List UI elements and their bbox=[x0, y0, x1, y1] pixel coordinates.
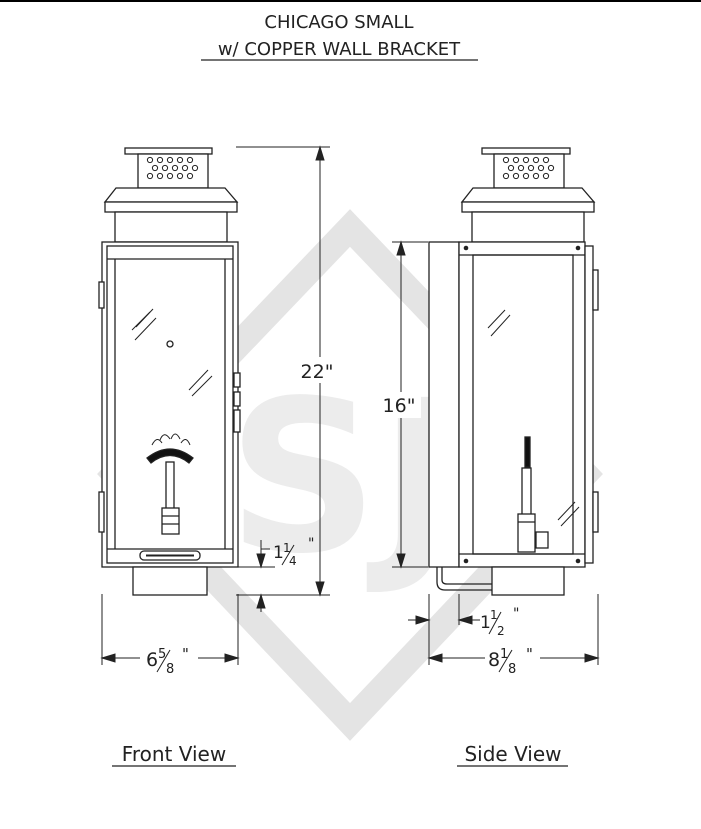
side-gas-pipe bbox=[521, 467, 532, 517]
front-hood-band bbox=[104, 201, 238, 213]
front-chimney-cap bbox=[124, 147, 213, 155]
side-collar bbox=[471, 211, 585, 243]
side-view-dimensions bbox=[381, 240, 600, 665]
side-hinge-bottom bbox=[592, 491, 599, 533]
front-vent-holes bbox=[146, 156, 199, 180]
front-flames bbox=[151, 433, 191, 446]
svg-text:1: 1 bbox=[283, 541, 291, 555]
side-hood-band bbox=[461, 201, 595, 213]
side-valve-body bbox=[517, 513, 536, 553]
side-valve-knob bbox=[535, 531, 549, 549]
side-chimney-cap bbox=[481, 147, 571, 155]
front-base bbox=[132, 566, 208, 596]
front-latch-1 bbox=[233, 372, 241, 388]
front-view-dimensions bbox=[100, 145, 340, 665]
front-latch-2 bbox=[233, 391, 241, 407]
svg-text:": " bbox=[308, 536, 314, 552]
front-burner-arc bbox=[146, 448, 194, 464]
svg-text:": " bbox=[182, 645, 189, 663]
side-vent-holes bbox=[502, 156, 555, 180]
svg-text:4: 4 bbox=[289, 554, 297, 568]
side-conduit-outer bbox=[436, 567, 492, 591]
front-view-caption: Front View bbox=[122, 742, 226, 766]
svg-text:": " bbox=[526, 645, 533, 663]
dim-base-height-label: 1 1 4 " bbox=[273, 536, 314, 568]
front-chimney-box bbox=[137, 153, 209, 189]
front-collar bbox=[114, 211, 228, 243]
front-latch-3 bbox=[233, 409, 241, 433]
svg-text:": " bbox=[513, 606, 519, 622]
front-hinge-bottom bbox=[98, 491, 105, 533]
title-line-2: w/ COPPER WALL BRACKET bbox=[218, 39, 461, 60]
side-igniter bbox=[524, 436, 531, 468]
side-view-caption: Side View bbox=[464, 742, 561, 766]
front-gas-pipe bbox=[165, 461, 175, 511]
dim-overall-height-label: 22" bbox=[301, 361, 334, 383]
side-door-edge bbox=[584, 245, 594, 564]
svg-text:8: 8 bbox=[508, 662, 516, 677]
svg-text:1: 1 bbox=[480, 613, 491, 633]
svg-text:5: 5 bbox=[158, 647, 166, 662]
side-wall-bracket bbox=[428, 241, 460, 568]
svg-text:8: 8 bbox=[488, 649, 500, 671]
dim-bracket-label: 1 1 2 " bbox=[480, 606, 519, 638]
front-hood bbox=[103, 187, 239, 203]
front-view-lantern bbox=[98, 147, 241, 596]
title-line-1: CHICAGO SMALL bbox=[264, 12, 413, 33]
side-glass-reflection bbox=[487, 309, 580, 527]
svg-text:6: 6 bbox=[146, 649, 158, 671]
side-rivets bbox=[463, 245, 581, 564]
side-hood bbox=[460, 187, 596, 203]
dim-width-label: 6 5 8 " bbox=[146, 645, 189, 677]
side-hinge-top bbox=[592, 269, 599, 311]
svg-text:2: 2 bbox=[497, 624, 505, 638]
svg-text:1: 1 bbox=[273, 543, 284, 563]
svg-text:8: 8 bbox=[166, 662, 174, 677]
svg-text:1: 1 bbox=[490, 608, 498, 622]
side-chimney-box bbox=[493, 153, 565, 189]
side-base bbox=[491, 566, 565, 596]
dim-glass-height-label: 16" bbox=[383, 395, 416, 417]
front-valve-body bbox=[161, 507, 180, 535]
front-keyhole bbox=[166, 340, 174, 348]
side-conduit-inner bbox=[441, 567, 492, 585]
dim-depth-label: 8 1 8 " bbox=[488, 645, 533, 677]
svg-text:1: 1 bbox=[500, 647, 508, 662]
side-view-lantern bbox=[428, 147, 599, 596]
top-border-rule bbox=[0, 0, 701, 2]
front-glass-reflection bbox=[131, 308, 213, 397]
front-hinge-top bbox=[98, 281, 105, 309]
